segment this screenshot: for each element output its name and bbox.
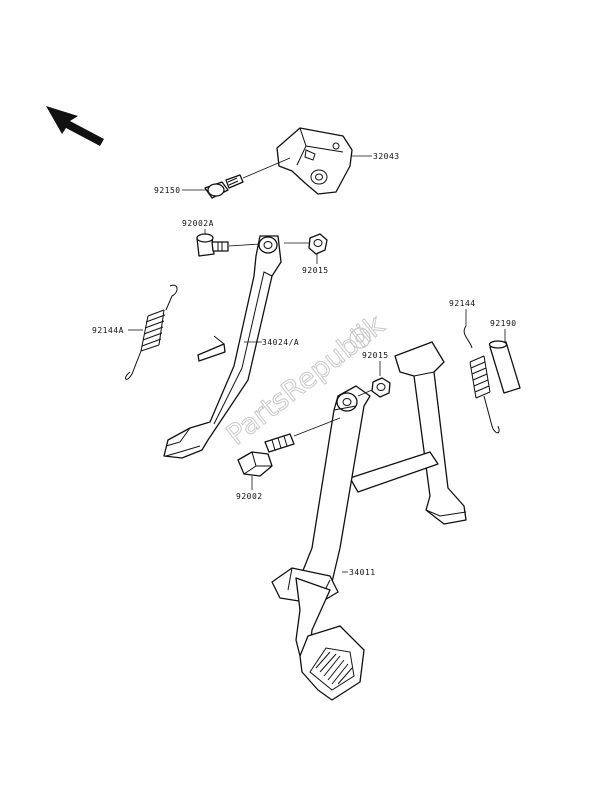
collar-92190 bbox=[488, 340, 521, 394]
label-34024A: 34024/A bbox=[262, 338, 299, 347]
label-92015-top: 92015 bbox=[302, 266, 329, 275]
watermark-gear-icon bbox=[349, 327, 371, 349]
nut-92015-mid bbox=[371, 377, 391, 398]
label-34011: 34011 bbox=[349, 568, 376, 577]
nut-92015-top bbox=[308, 233, 328, 255]
label-92150: 92150 bbox=[154, 186, 181, 195]
bolt-92002 bbox=[237, 433, 295, 477]
spring-92144 bbox=[463, 325, 500, 434]
center-stand-34011 bbox=[271, 341, 467, 701]
spring-92144A bbox=[125, 284, 178, 380]
label-92002: 92002 bbox=[236, 492, 263, 501]
label-92144A: 92144A bbox=[92, 326, 124, 335]
label-92190: 92190 bbox=[490, 319, 517, 328]
label-92015-mid: 92015 bbox=[362, 351, 389, 360]
front-arrow-icon bbox=[46, 106, 104, 146]
label-92002A: 92002A bbox=[182, 219, 214, 228]
pivot-bolt-92002A bbox=[196, 233, 229, 257]
label-92144: 92144 bbox=[449, 299, 476, 308]
bolt-92150 bbox=[204, 174, 244, 199]
label-32043: 32043 bbox=[373, 152, 400, 161]
bracket-32043 bbox=[276, 127, 353, 195]
side-stand-34024A bbox=[163, 235, 282, 459]
